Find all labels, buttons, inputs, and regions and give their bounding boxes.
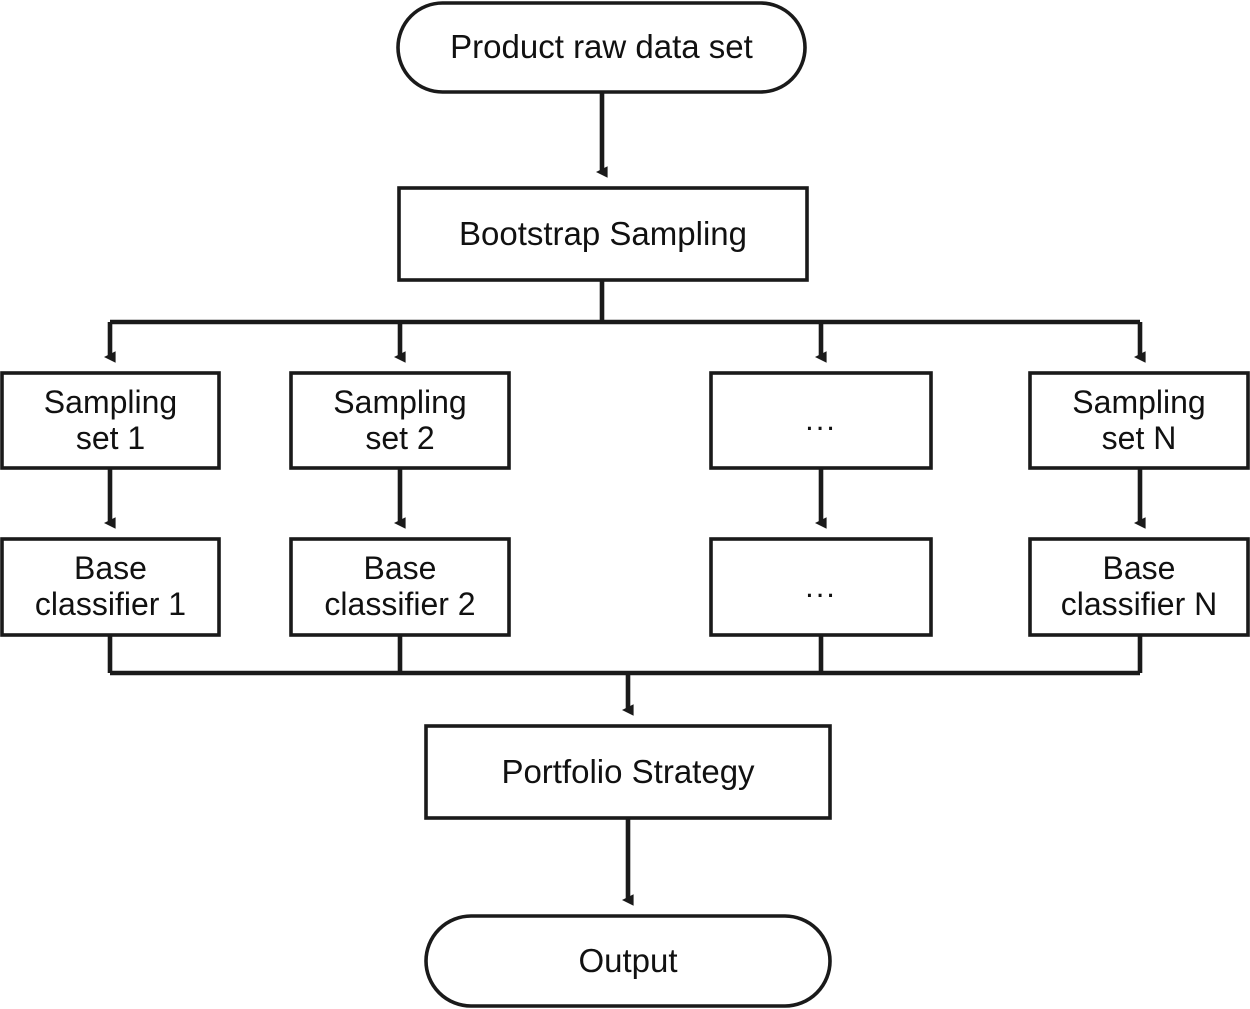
node-shape-bootstrap: [397, 186, 809, 282]
node-shape-base-classifier-ellipsis: [709, 537, 933, 637]
node-shape-sampling-set-ellipsis: [709, 371, 933, 470]
node-shape-sampling-set-2: [289, 371, 511, 470]
node-shape-portfolio-strategy: [424, 724, 832, 820]
node-shape-sampling-set-1: [0, 371, 221, 470]
node-shape-base-classifier-1: [0, 537, 221, 637]
node-shape-base-classifier-2: [289, 537, 511, 637]
node-shape-sampling-set-n: [1028, 371, 1250, 470]
node-shape-base-classifier-n: [1028, 537, 1250, 637]
node-shape-raw-data: [396, 1, 807, 94]
node-shape-output: [424, 914, 832, 1008]
